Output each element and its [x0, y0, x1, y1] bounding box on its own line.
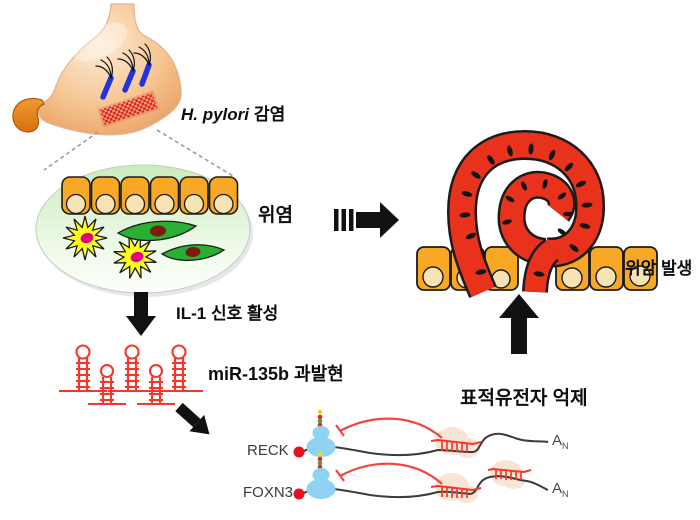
down-arrow-icon	[126, 292, 156, 336]
foxn3-gene-label: FOXN3	[243, 484, 294, 501]
reck-polya-label: AN	[552, 432, 569, 451]
hpylori-latin-text: H. pylori	[181, 105, 250, 124]
mirna-hairpins	[57, 344, 205, 406]
bent-arrow-icon	[175, 402, 210, 435]
stomach-illustration	[12, 3, 182, 136]
il1-signal-label: IL-1 신호 활성	[176, 304, 279, 323]
up-arrow-icon	[499, 294, 539, 354]
mirna-duplex	[430, 484, 482, 498]
polya-base: A	[552, 480, 563, 497]
inhibition-arrow	[335, 417, 443, 439]
foxn3-polya-label: AN	[552, 480, 569, 499]
epithelial-cell-row	[61, 176, 239, 215]
binding-site-blob	[435, 460, 525, 503]
infection-korean-text: 감염	[254, 105, 286, 124]
gastritis-oval	[35, 164, 253, 297]
cap-icon	[293, 488, 305, 500]
reck-gene-label: RECK	[247, 442, 289, 459]
gastritis-label: 위염	[258, 205, 293, 226]
projection-lines	[43, 129, 234, 177]
polya-sub: N	[562, 441, 569, 451]
mir135b-label: miR-135b 과발현	[208, 364, 344, 384]
foxn3-mrna-diagram	[293, 451, 549, 503]
polya-base: A	[552, 432, 563, 449]
inflammatory-cells	[62, 215, 226, 285]
mrna-strand	[303, 475, 549, 499]
hpylori-bacteria-icon	[95, 43, 152, 100]
infection-patch	[97, 90, 160, 128]
reck-mrna-diagram	[293, 409, 549, 458]
tumor-illustration	[416, 129, 658, 298]
cancer-label: 위암 발생	[625, 259, 693, 278]
striped-arrow-icon	[334, 202, 399, 238]
polya-sub: N	[562, 489, 569, 499]
inhibition-arrow	[335, 462, 443, 485]
cap-icon	[293, 446, 305, 458]
mirna-duplex	[487, 467, 532, 480]
duodenum-shape	[12, 97, 45, 133]
mrna-strand	[303, 432, 549, 457]
mirna-duplex	[430, 438, 482, 452]
cancer-cell-nuclei	[459, 143, 593, 277]
target-suppression-label: 표적유전자 억제	[460, 388, 588, 409]
